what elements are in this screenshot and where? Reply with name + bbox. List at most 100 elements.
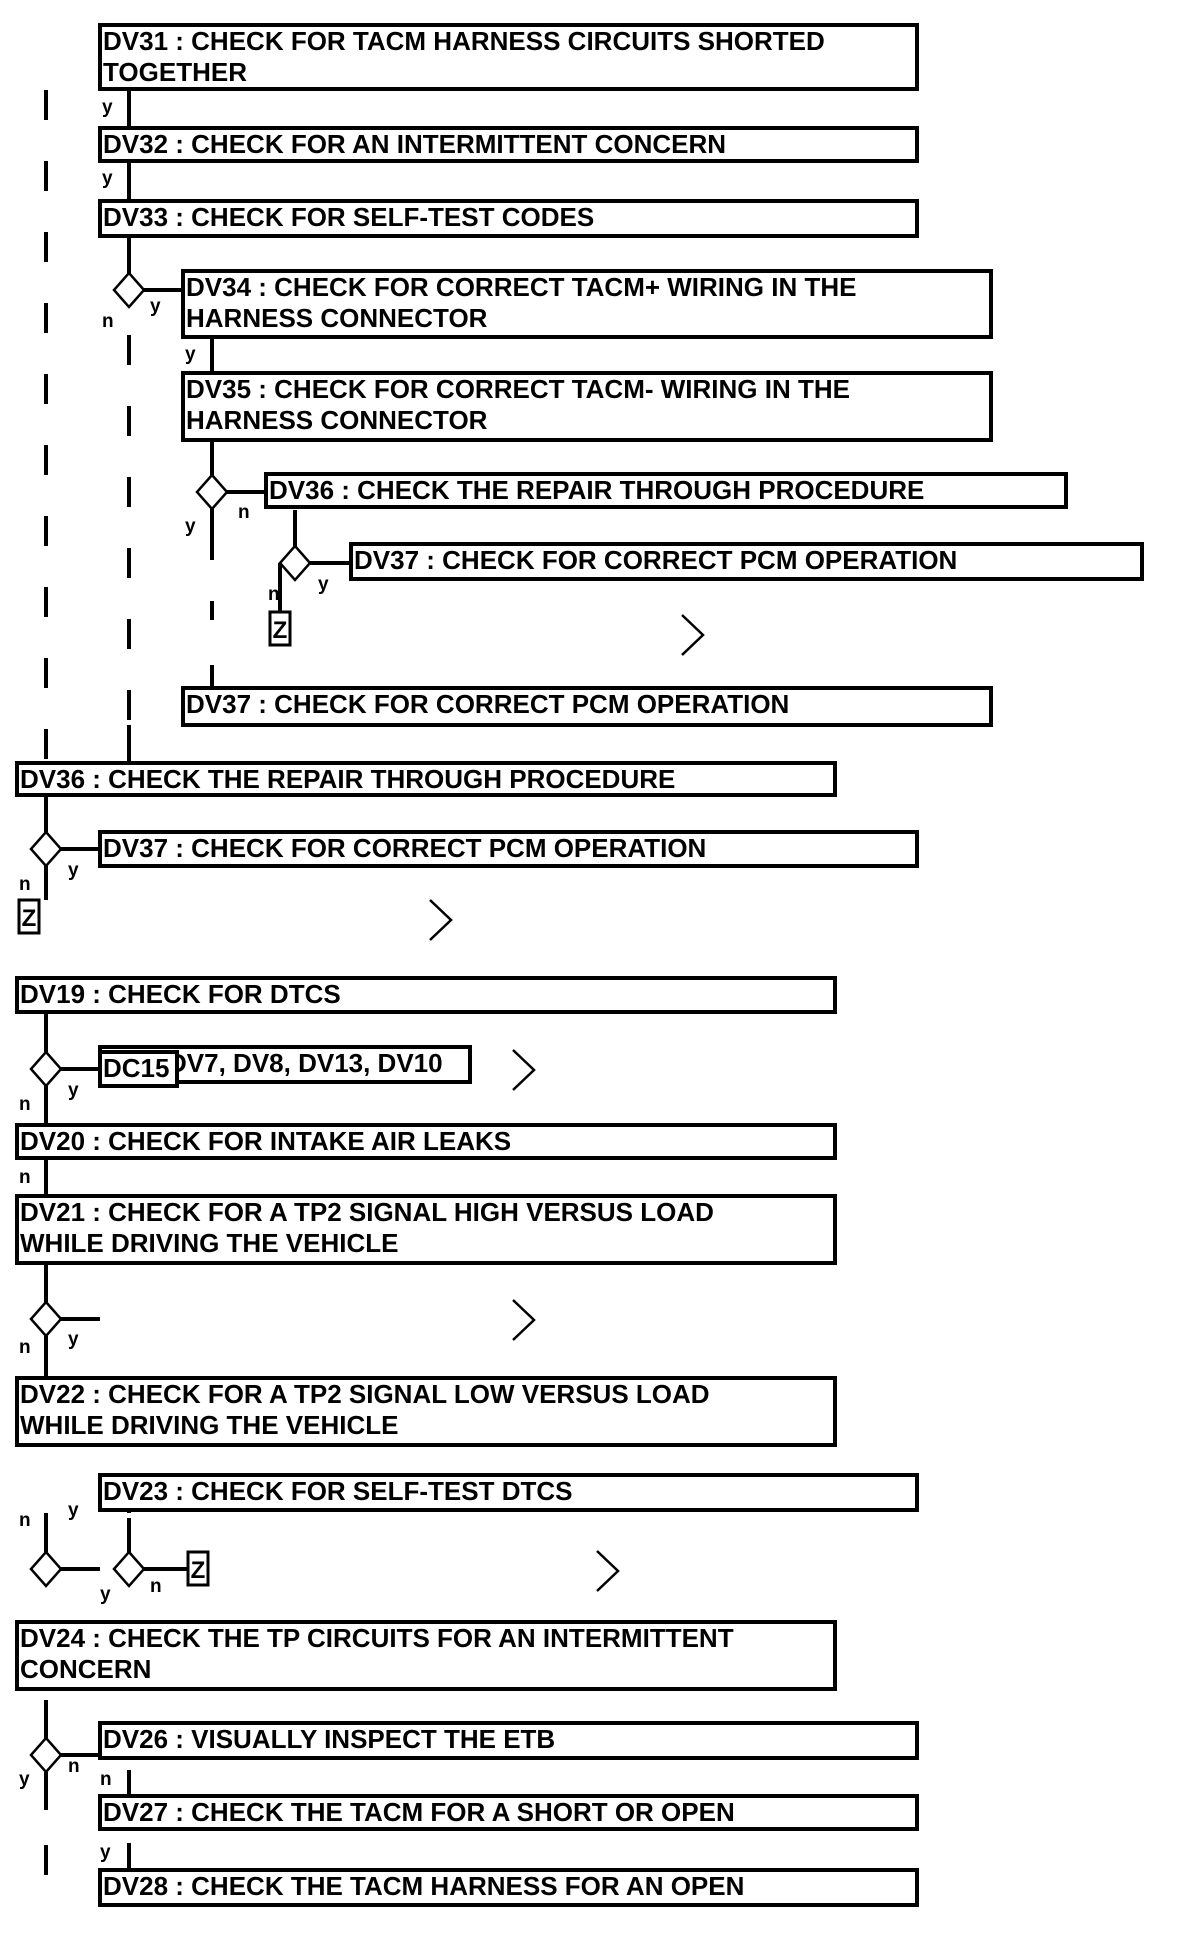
step-box-dv22: DV22 : CHECK FOR A TP2 SIGNAL LOW VERSUS… xyxy=(15,1376,837,1447)
step-box-frame xyxy=(181,371,993,442)
edge-label-no: n xyxy=(19,1337,31,1358)
step-box-label: CONCERN xyxy=(20,1654,151,1684)
decision-diamond xyxy=(29,1050,63,1088)
chevron-right-icon xyxy=(596,1550,620,1592)
step-box-label: DC15 xyxy=(103,1053,169,1083)
step-box-dv23: DV23 : CHECK FOR SELF-TEST DTCS xyxy=(98,1473,919,1512)
step-box-dv37-a: DV37 : CHECK FOR CORRECT PCM OPERATION xyxy=(349,542,1144,581)
step-box-label: HARNESS CONNECTOR xyxy=(186,405,488,435)
step-box-dv36-a: DV36 : CHECK THE REPAIR THROUGH PROCEDUR… xyxy=(264,472,1068,509)
edge-label-yes: y xyxy=(318,574,329,595)
step-box-dv33: DV33 : CHECK FOR SELF-TEST CODES xyxy=(98,199,919,238)
step-box-label: TOGETHER xyxy=(103,57,247,87)
step-box-frame xyxy=(264,472,1068,509)
step-box-frame xyxy=(15,1123,837,1160)
step-box-label: DV21 : CHECK FOR A TP2 SIGNAL HIGH VERSU… xyxy=(20,1197,714,1227)
step-box-dv36-b: DV36 : CHECK THE REPAIR THROUGH PROCEDUR… xyxy=(15,761,837,797)
step-box-frame xyxy=(181,686,993,727)
edge-label-yes: y xyxy=(68,860,79,881)
edge-label-yes: y xyxy=(19,1769,30,1790)
step-box-label: DV23 : CHECK FOR SELF-TEST DTCS xyxy=(103,1476,572,1506)
svg-text:Z: Z xyxy=(22,905,37,932)
step-box-dv32: DV32 : CHECK FOR AN INTERMITTENT CONCERN xyxy=(98,126,919,163)
step-box-frame xyxy=(98,1721,919,1760)
step-box-dv31: DV31 : CHECK FOR TACM HARNESS CIRCUITS S… xyxy=(98,23,919,91)
terminal-z: Z xyxy=(17,898,41,935)
step-box-dv28: DV28 : CHECK THE TACM HARNESS FOR AN OPE… xyxy=(98,1868,919,1907)
step-box-label: DV37 : CHECK FOR CORRECT PCM OPERATION xyxy=(354,545,957,575)
step-box-frame xyxy=(98,126,919,163)
decision-diamonds xyxy=(29,271,312,1774)
step-box-label: HARNESS CONNECTOR xyxy=(186,303,488,333)
edge-label-yes: y xyxy=(102,97,113,118)
edge-label-no: n xyxy=(68,1756,80,1777)
step-box-dv20: DV20 : CHECK FOR INTAKE AIR LEAKS xyxy=(15,1123,837,1160)
step-box-label: DV35 : CHECK FOR CORRECT TACM- WIRING IN… xyxy=(186,374,850,404)
edge-label-yes: y xyxy=(185,344,196,365)
continuation-chevrons xyxy=(429,614,705,1592)
step-box-frame xyxy=(98,1050,179,1088)
edge-label-yes: y xyxy=(68,1500,79,1521)
chevron-right-icon xyxy=(681,614,705,656)
edge-label-yes: y xyxy=(100,1842,111,1863)
step-box-dc15: DC15 xyxy=(98,1050,179,1088)
decision-diamond xyxy=(29,1736,63,1774)
edge-label-no: n xyxy=(238,502,250,523)
decision-diamond xyxy=(112,1550,146,1588)
step-box-dv26: DV26 : VISUALLY INSPECT THE ETB xyxy=(98,1721,919,1760)
step-box-frame xyxy=(98,199,919,238)
terminal-z: Z xyxy=(268,610,292,647)
step-box-frame xyxy=(98,830,919,868)
step-box-label: DV33 : CHECK FOR SELF-TEST CODES xyxy=(103,202,594,232)
step-box-label: DV27 : CHECK THE TACM FOR A SHORT OR OPE… xyxy=(103,1797,735,1827)
step-box-dv35: DV35 : CHECK FOR CORRECT TACM- WIRING IN… xyxy=(181,371,993,442)
edge-label-no: n xyxy=(102,311,114,332)
decision-diamond xyxy=(29,1300,63,1338)
step-box-label: DV32 : CHECK FOR AN INTERMITTENT CONCERN xyxy=(103,129,726,159)
chevron-right-icon xyxy=(512,1299,536,1341)
edge-label-yes: y xyxy=(68,1080,79,1101)
edge-label-no: n xyxy=(150,1576,162,1597)
decision-diamond xyxy=(29,830,63,868)
decision-diamond xyxy=(195,473,229,511)
step-box-dv27: DV27 : CHECK THE TACM FOR A SHORT OR OPE… xyxy=(98,1794,919,1831)
edge-label-yes: y xyxy=(150,296,161,317)
step-box-frame xyxy=(15,1194,837,1265)
edge-label-no: n xyxy=(19,1510,31,1531)
step-box-label: DV26 : VISUALLY INSPECT THE ETB xyxy=(103,1724,555,1754)
step-box-frame xyxy=(15,1376,837,1447)
step-box-frame xyxy=(15,976,837,1014)
decision-diamond xyxy=(112,271,146,309)
edge-label-yes: y xyxy=(185,516,196,537)
connector-lines xyxy=(44,89,351,1883)
edge-label-yes: y xyxy=(68,1329,79,1350)
step-box-dv24: DV24 : CHECK THE TP CIRCUITS FOR AN INTE… xyxy=(15,1620,837,1691)
step-box-label: DV22 : CHECK FOR A TP2 SIGNAL LOW VERSUS… xyxy=(20,1379,710,1409)
chevron-right-icon xyxy=(512,1049,536,1091)
terminal-markers: Z Z Z xyxy=(17,610,292,1587)
edge-label-no: n xyxy=(19,874,31,895)
chevron-right-icon xyxy=(429,899,453,941)
svg-text:Z: Z xyxy=(273,617,288,644)
step-box-label: DV36 : CHECK THE REPAIR THROUGH PROCEDUR… xyxy=(269,475,924,505)
step-box-label: DV19 : CHECK FOR DTCS xyxy=(20,979,341,1009)
edge-label-yes: y xyxy=(102,168,113,189)
step-box-label: DV20 : CHECK FOR INTAKE AIR LEAKS xyxy=(20,1126,511,1156)
step-box-label: DV37 : CHECK FOR CORRECT PCM OPERATION xyxy=(103,833,706,863)
step-box-frame xyxy=(98,1794,919,1831)
step-box-label: DV37 : CHECK FOR CORRECT PCM OPERATION xyxy=(186,689,789,719)
step-boxes: DV31 : CHECK FOR TACM HARNESS CIRCUITS S… xyxy=(15,23,1144,1907)
svg-text:Z: Z xyxy=(191,1557,206,1584)
step-box-label: WHILE DRIVING THE VEHICLE xyxy=(20,1228,398,1258)
terminal-z: Z xyxy=(186,1550,210,1587)
step-box-label: DV24 : CHECK THE TP CIRCUITS FOR AN INTE… xyxy=(20,1623,734,1653)
edge-label-no: n xyxy=(268,584,280,605)
step-box-label: DV34 : CHECK FOR CORRECT TACM+ WIRING IN… xyxy=(186,272,856,302)
step-box-dv19: DV19 : CHECK FOR DTCS xyxy=(15,976,837,1014)
step-box-frame xyxy=(98,23,919,91)
decision-diamond xyxy=(29,1550,63,1588)
step-box-dv37-b: DV37 : CHECK FOR CORRECT PCM OPERATION xyxy=(181,686,993,727)
step-box-frame xyxy=(181,269,993,339)
